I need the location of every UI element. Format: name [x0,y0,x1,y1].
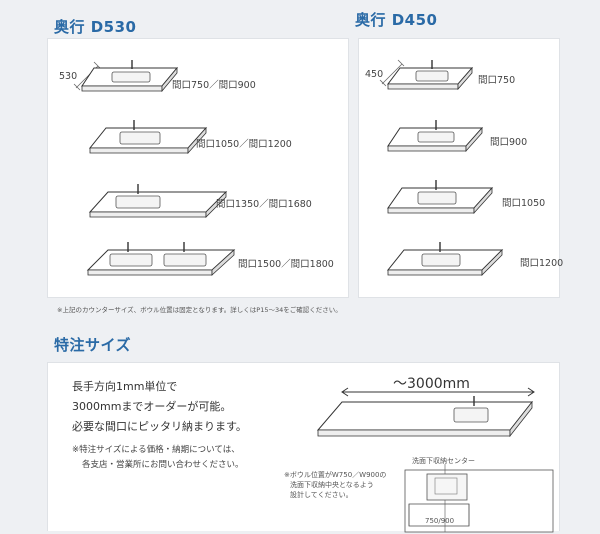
storage-center-label: 洗面下収納センター [412,457,475,465]
custom-line-3: 必要な間口にピッタリ納まります。 [72,420,247,433]
d530-depth-label: 530 [59,71,78,82]
bowl-note-3: 設計してください。 [290,491,353,499]
custom-line-2: 3000mmまでオーダーが可能。 [72,400,232,413]
d530-label-4: 間口1500／間口1800 [238,259,334,270]
d530-counter-750-900 [81,60,179,93]
size-footnote: ※上記のカウンターサイズ、ボウル位置は固定となります。詳しくはP15～34をご確… [57,306,342,314]
d450-counter-900 [387,120,484,153]
bowl-note-1: ※ボウル位置がW750／W900の [284,471,387,479]
d530-label-3: 間口1350／間口1680 [216,199,312,210]
d450-label-2: 間口900 [490,137,528,148]
d450-counter-1200 [386,242,504,276]
d450-label-4: 間口1200 [520,258,564,269]
d450-counter-750 [387,60,474,91]
d530-counter-1500-1800 [86,242,236,276]
d450-depth-line [379,59,405,87]
long-counter [316,396,534,438]
custom-note-1: ※特注サイズによる価格・納期については、 [72,445,240,455]
custom-size-heading: 特注サイズ [54,336,132,354]
d450-counter-1050 [387,180,494,215]
d450-label-1: 間口750 [478,75,516,86]
dimension-arrow [341,387,535,397]
bowl-note-2: 洗面下収納中央となるよう [290,481,374,489]
d530-label-1: 間口750／間口900 [172,80,256,91]
d530-counter-1350-1680 [88,184,228,218]
dimension-label: ～3000mm [393,376,470,392]
d530-heading: 奥行 D530 [54,18,137,36]
d530-counter-1050-1200 [88,120,208,155]
d530-label-2: 間口1050／間口1200 [196,139,292,150]
custom-note-2: 各支店・営業所にお問い合わせください。 [82,460,244,470]
d450-heading: 奥行 D450 [355,11,438,29]
storage-diagram [404,464,554,533]
storage-width-label: 750/900 [425,517,455,525]
custom-line-1: 長手方向1mm単位で [72,380,178,393]
d450-label-3: 間口1050 [502,198,546,209]
d450-depth-label: 450 [365,69,384,80]
